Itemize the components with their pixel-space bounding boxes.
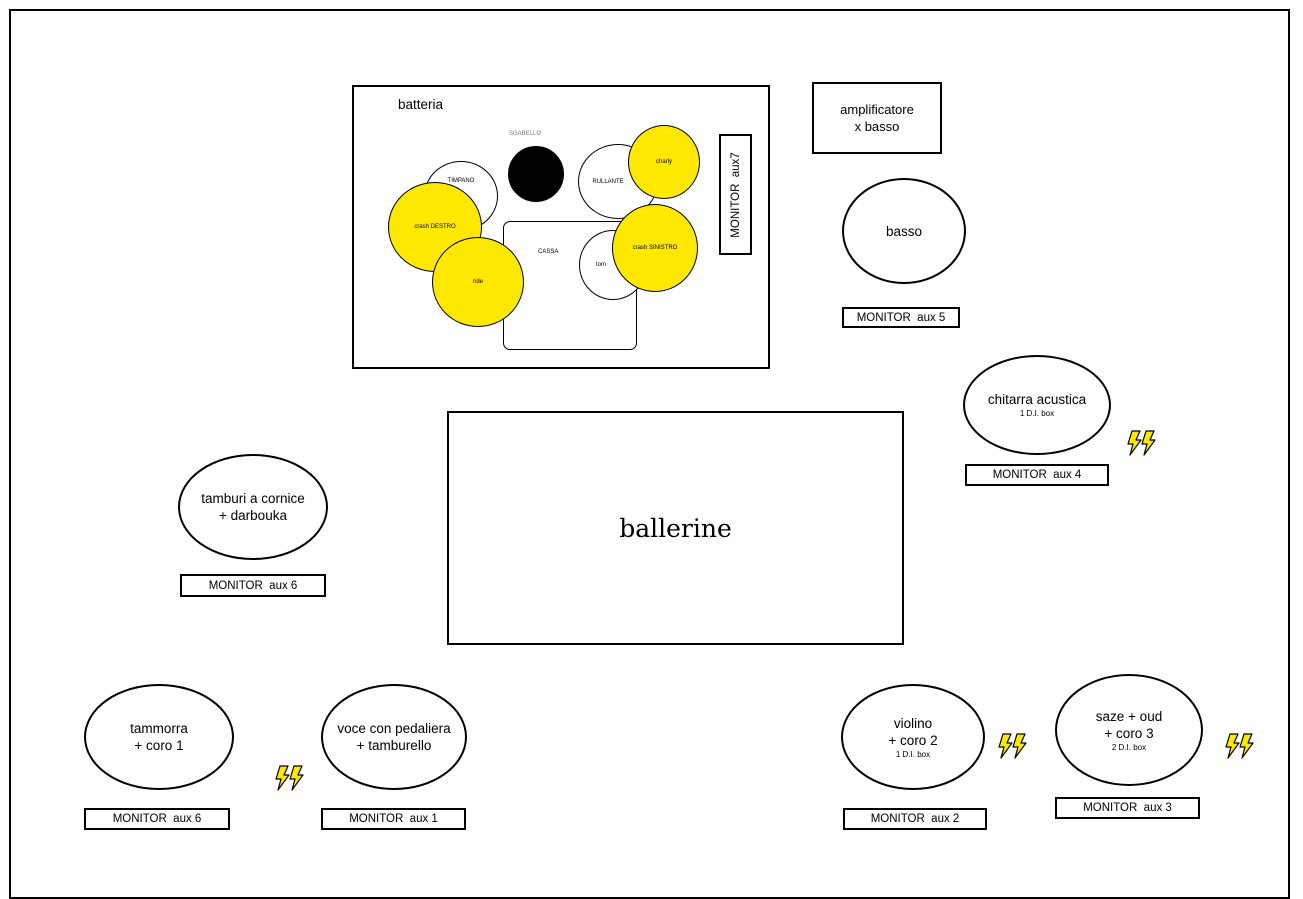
chitarra-di-label: 1 D.I. box [1019,409,1055,418]
charly-hihat: charly [628,125,700,199]
saze-position: saze + oud + coro 3 2 D.I. box [1055,674,1203,786]
saze-monitor: MONITOR aux 3 [1055,797,1200,819]
crash-sinistro-cymbal: crash SINISTRO [612,204,698,292]
charly-label: charly [655,159,672,165]
tammorra-line1: tammorra [130,721,188,736]
voce-monitor: MONITOR aux 1 [321,808,466,830]
crash-destro-label: crash DESTRO [414,224,456,230]
saze-line1: saze + oud [1095,708,1163,724]
power-plug-icon [998,733,1027,759]
tamburi-line2: + darbouka [219,508,287,523]
chitarra-position: chitarra acustica 1 D.I. box [963,355,1111,455]
tammorra-line2: + coro 1 [134,738,184,753]
timpano-label: TIMPANO [447,178,475,184]
rullante-label: RULLANTE [592,178,624,185]
bass-amp-line2: x basso [854,119,900,134]
tammorra-monitor: MONITOR aux 6 [84,808,230,830]
chitarra-monitor: MONITOR aux 4 [965,464,1109,486]
saze-di-label: 2 D.I. box [1111,742,1147,752]
chitarra-label: chitarra acustica [987,392,1087,407]
basso-monitor: MONITOR aux 5 [842,307,960,328]
violino-monitor: MONITOR aux 2 [843,808,987,830]
voce-position: voce con pedaliera + tamburello [321,684,467,790]
ballerine-label: ballerine [619,513,732,543]
sgabello-label: SGABELLO [509,131,542,137]
voce-line1: voce con pedaliera [337,721,451,736]
tamburi-monitor: MONITOR aux 6 [180,574,326,597]
tammorra-position: tammorra + coro 1 [84,684,234,790]
basso-position: basso [842,178,966,284]
violino-line2: + coro 2 [888,732,938,748]
violino-line1: violino [893,715,933,731]
voce-line2: + tamburello [356,738,432,753]
bass-amp-line1: amplificatore [840,102,914,117]
ride-label: ride [472,279,483,285]
tom-label: tom [595,262,606,268]
bass-amplifier: amplificatore x basso [812,82,942,154]
saze-line2: + coro 3 [1104,725,1154,741]
tamburi-position: tamburi a cornice + darbouka [178,454,328,560]
drum-monitor-label: MONITOR aux7 [729,151,742,238]
cassa-label: CASSA [538,249,559,255]
power-plug-icon [1127,430,1156,456]
ballerine-area: ballerine [447,411,904,645]
power-plug-icon [1225,733,1254,759]
violino-position: violino + coro 2 1 D.I. box [841,684,985,790]
ride-cymbal: ride [432,237,524,327]
power-plug-icon [275,765,304,791]
drum-riser-title: batteria [398,97,444,112]
tamburi-line1: tamburi a cornice [201,491,305,506]
sgabello-stool [508,146,564,202]
crash-sinistro-label: crash SINISTRO [632,245,678,251]
drum-riser: batteria SGABELLO TIMPANO CASSA RULLANTE… [352,85,770,369]
basso-label: basso [885,223,923,239]
violino-di-label: 1 D.I. box [895,749,931,759]
drum-monitor-aux7: MONITOR aux7 [719,134,752,255]
